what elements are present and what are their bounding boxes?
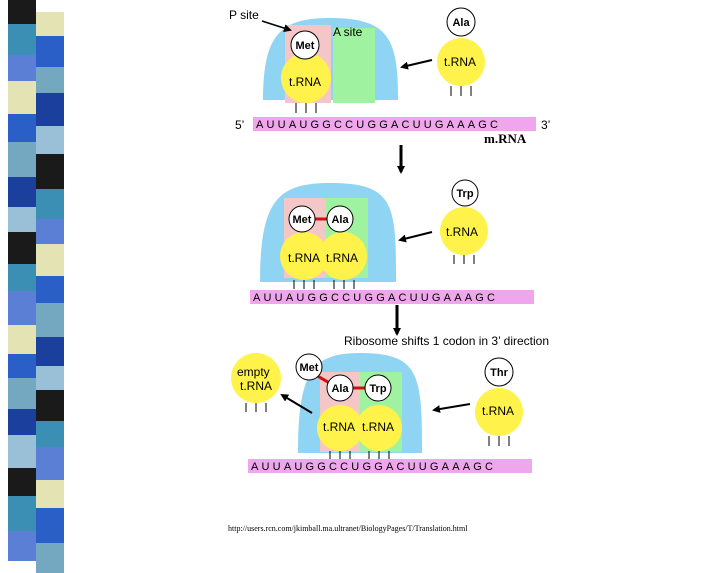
- decorative-stripe: [0, 0, 66, 573]
- mrna-sequence: AUUAUGGCCUGGACUUGAAAGC: [251, 461, 496, 473]
- trna-label: t.RNA: [444, 55, 476, 69]
- met-label: Met: [293, 214, 312, 226]
- thr-label: Thr: [490, 367, 508, 379]
- trp-label: Trp: [456, 188, 473, 200]
- trp-aa-incoming: [451, 179, 479, 207]
- panel-translocation: t.RNA t.RNA Met Ala Trp empty t.RNA t.RN…: [231, 353, 532, 473]
- met-label: Met: [296, 40, 315, 52]
- trp-aa-3: [364, 374, 392, 402]
- ala-aa-2: [326, 205, 354, 233]
- panel-initiation: P site A site t.RNA Met t.RNA Ala 5’ AUU…: [229, 7, 550, 146]
- mrna-band-3: [248, 459, 532, 473]
- met-aa-1: [290, 30, 320, 60]
- trna-label: t.RNA: [240, 379, 272, 393]
- a-site-label: A site: [333, 25, 363, 39]
- trna-label: t.RNA: [482, 404, 514, 418]
- entry-arrow-2: [398, 231, 433, 243]
- three-prime-label: 3’: [541, 118, 550, 132]
- trna-label: t.RNA: [326, 251, 358, 265]
- empty-trna: [231, 353, 281, 403]
- thr-aa-incoming: [484, 357, 514, 387]
- mrna-sequence: AUUAUGGCCUGGACUUGAAAGC: [253, 292, 498, 304]
- mrna-label: m.RNA: [484, 131, 527, 146]
- source-url: http://users.rcn.com/jkimball.ma.ultrane…: [228, 524, 468, 533]
- ala-label: Ala: [331, 383, 349, 395]
- panel-binding: t.RNA t.RNA Met Ala t.RNA Trp AUUAUGGCCU…: [250, 179, 534, 304]
- empty-label: empty: [237, 365, 270, 379]
- met-aa-2: [288, 205, 316, 233]
- trna-label: t.RNA: [323, 420, 355, 434]
- trna-ala-incoming: [437, 38, 485, 86]
- mrna-band-2: [250, 290, 534, 304]
- p-site-pointer: [261, 20, 292, 32]
- ala-aa-incoming: [446, 7, 476, 37]
- trna-thr-incoming: [475, 388, 523, 436]
- trp-label: Trp: [369, 383, 386, 395]
- trna-label: t.RNA: [288, 251, 320, 265]
- mrna-band-1: [253, 117, 536, 131]
- trna-label: t.RNA: [362, 420, 394, 434]
- met-label: Met: [300, 362, 319, 374]
- a-site-1: [333, 28, 375, 103]
- mrna-sequence: AUUAUGGCCUGGACUUGAAAGC: [256, 119, 501, 131]
- trna-label: t.RNA: [446, 225, 478, 239]
- trna-met-2: [280, 232, 328, 280]
- trna-trp-3: [356, 405, 402, 451]
- trna-label: t.RNA: [289, 75, 321, 89]
- met-aa-3: [295, 353, 323, 381]
- trna-ala-3: [317, 405, 363, 451]
- p-site-label: P site: [229, 8, 259, 22]
- trna-trp-incoming: [440, 207, 488, 255]
- ala-aa-3: [326, 374, 354, 402]
- exit-arrow: [280, 393, 313, 414]
- trna-met-1: [281, 53, 331, 103]
- ala-label: Ala: [331, 214, 349, 226]
- translation-diagram: P site A site t.RNA Met t.RNA Ala 5’ AUU…: [229, 7, 550, 473]
- five-prime-label: 5’: [235, 118, 244, 132]
- ala-label: Ala: [452, 17, 470, 29]
- trna-ala-2: [319, 232, 367, 280]
- entry-arrow-1: [400, 59, 433, 70]
- shift-caption: Ribosome shifts 1 codon in 3’ direction: [344, 334, 549, 348]
- entry-arrow-3: [432, 403, 471, 413]
